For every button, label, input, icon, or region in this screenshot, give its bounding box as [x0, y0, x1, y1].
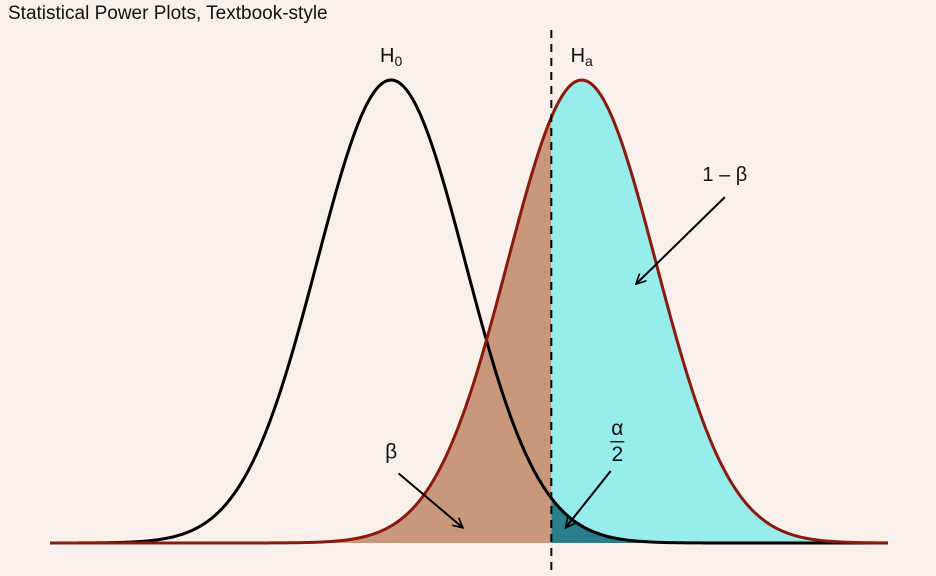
alpha-numerator: α: [611, 417, 623, 440]
alpha-half-region: [551, 498, 888, 543]
alpha-denominator: 2: [611, 443, 623, 466]
beta-arrow: [397, 472, 464, 528]
beta-label: β: [385, 440, 397, 463]
h0-curve: [50, 78, 888, 545]
power-arrow: [636, 196, 726, 284]
alpha-half-arrow: [565, 470, 612, 528]
chart-title: Statistical Power Plots, Textbook-style: [8, 3, 328, 24]
beta-region: [50, 117, 552, 543]
h0-label: H0: [380, 45, 402, 69]
alpha-half-label: α 2: [610, 417, 625, 466]
power-label: 1 – β: [702, 164, 747, 186]
power-region: [551, 80, 888, 543]
ha-label: Ha: [571, 45, 593, 69]
ha-curve: [50, 78, 889, 545]
